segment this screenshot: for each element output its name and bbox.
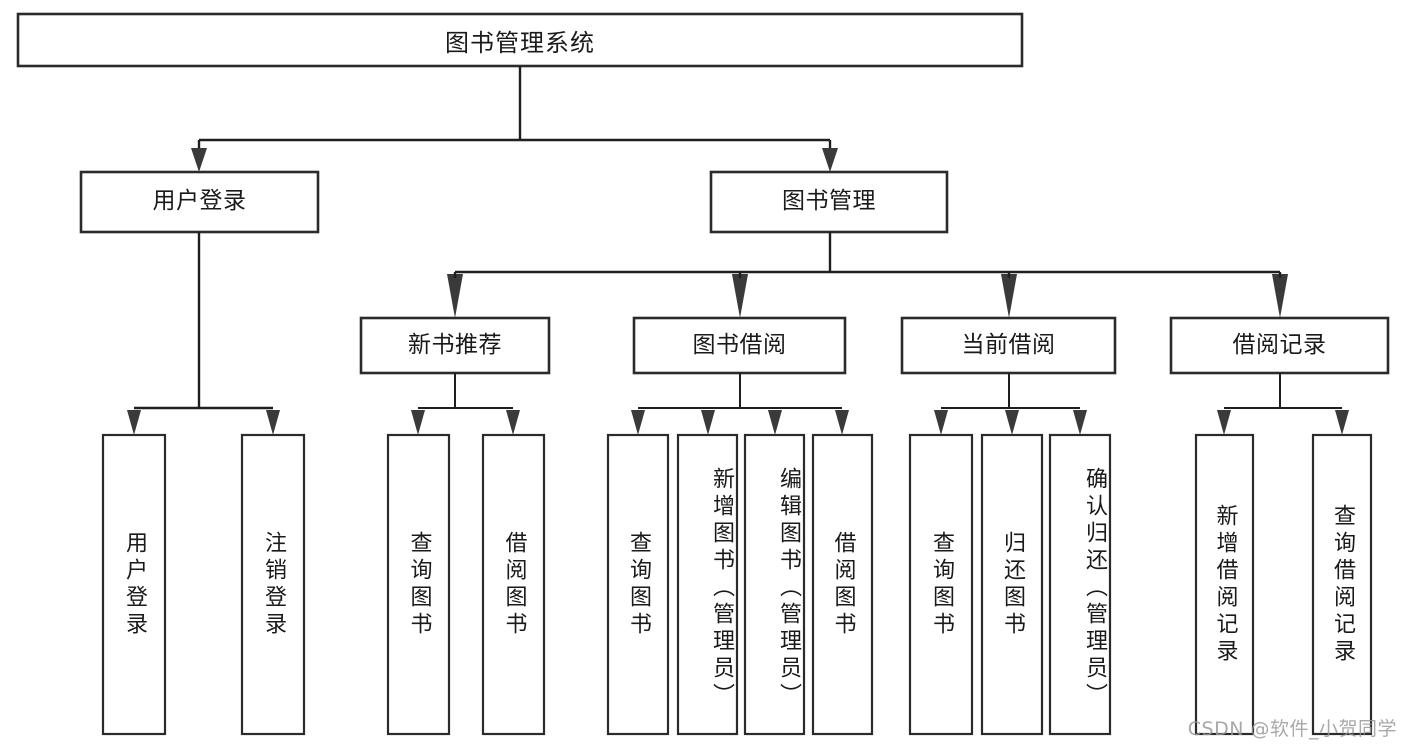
node-box-leaf-query-book-1[interactable] (386, 433, 451, 736)
watermark-text: CSDN @软件_小贺同学 (1187, 718, 1397, 740)
arrowhead-leaf-edit-book (768, 410, 782, 435)
arrowhead-leaf-query-book-3 (934, 410, 948, 435)
arrowhead-leaf-add-record (1217, 410, 1231, 435)
node-box-root[interactable] (16, 12, 1024, 68)
arrowhead-new-book-rec (447, 274, 463, 318)
node-box-leaf-borrow-book-2[interactable] (811, 433, 874, 736)
arrowhead-leaf-user-login (127, 410, 141, 435)
arrowhead-book-manage (822, 148, 838, 172)
node-box-borrow-record[interactable] (1169, 316, 1390, 375)
arrowhead-leaf-query-book-1 (411, 410, 425, 435)
arrowhead-leaf-return-book (1005, 410, 1019, 435)
node-box-leaf-borrow-book-1[interactable] (481, 433, 546, 736)
arrowhead-leaf-confirm-return (1073, 410, 1087, 435)
node-box-book-borrow[interactable] (632, 316, 847, 375)
arrowhead-leaf-query-book-2 (631, 410, 645, 435)
node-box-leaf-add-record[interactable] (1194, 433, 1255, 736)
node-box-leaf-user-login[interactable] (101, 433, 167, 736)
arrowhead-book-borrow (732, 274, 748, 318)
arrowhead-leaf-borrow-book-1 (506, 410, 520, 435)
node-box-leaf-confirm-return[interactable] (1048, 433, 1112, 736)
node-box-book-manage[interactable] (709, 170, 949, 234)
node-box-leaf-query-record[interactable] (1311, 433, 1373, 736)
arrowhead-leaf-logout (266, 410, 280, 435)
node-box-leaf-query-book-2[interactable] (606, 433, 670, 736)
node-box-current-borrow[interactable] (900, 316, 1117, 375)
node-box-leaf-logout[interactable] (240, 433, 306, 736)
arrowhead-borrow-record (1272, 274, 1288, 318)
node-box-leaf-return-book[interactable] (980, 433, 1044, 736)
node-box-leaf-add-book[interactable] (676, 433, 739, 736)
arrowhead-current-borrow (1001, 274, 1017, 318)
arrowhead-leaf-query-record (1335, 410, 1349, 435)
arrowhead-leaf-borrow-book-2 (835, 410, 849, 435)
node-box-leaf-edit-book[interactable] (743, 433, 806, 736)
arrowhead-leaf-add-book (701, 410, 715, 435)
node-box-new-book-rec[interactable] (359, 316, 551, 375)
node-box-leaf-query-book-3[interactable] (908, 433, 974, 736)
node-box-user-login[interactable] (79, 170, 320, 234)
arrowhead-user-login (191, 148, 207, 172)
